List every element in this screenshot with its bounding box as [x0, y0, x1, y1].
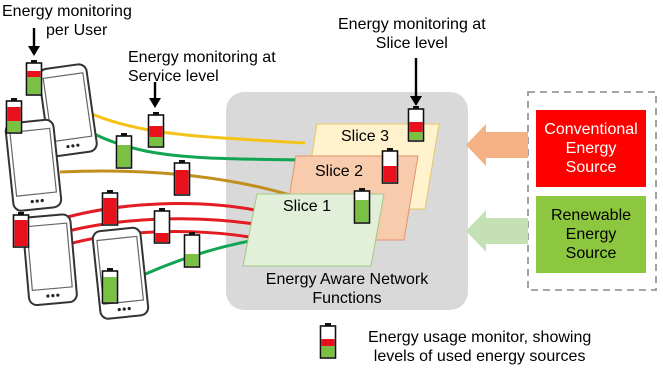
- energy-flow-arrow-icon: [466, 124, 528, 166]
- battery-icon: [101, 267, 119, 304]
- battery-icon: [147, 111, 165, 148]
- battery-icon: [319, 322, 337, 359]
- battery-icon: [25, 59, 43, 96]
- service-level-label: Energy monitoring at Service level: [128, 49, 276, 85]
- slice-1-plane: [242, 193, 385, 267]
- slice-3-label: Slice 3: [341, 128, 390, 145]
- energy-flow-arrow-icon: [466, 210, 528, 252]
- arrow-down-icon: [410, 58, 422, 106]
- battery-icon: [173, 159, 191, 196]
- conventional-source-label: Conventional Energy Source: [544, 121, 638, 176]
- battery-icon: [115, 132, 133, 169]
- battery-icon: [381, 147, 399, 184]
- user-link-red-1: [49, 202, 256, 224]
- energy-sources-dashed-frame: [527, 91, 657, 291]
- arrow-down-icon: [28, 28, 40, 56]
- renewable-source-box: [536, 196, 646, 273]
- battery-icon: [407, 105, 425, 142]
- slice-2-label: Slice 2: [315, 163, 364, 180]
- arrow-down-icon: [149, 82, 161, 108]
- network-functions-label: Energy Aware Network Functions: [265, 271, 429, 307]
- battery-icon: [5, 97, 23, 134]
- renewable-source-label: Renewable Energy Source: [550, 207, 632, 262]
- battery-icon: [153, 207, 171, 244]
- smartphone-icon: [91, 225, 150, 321]
- slice-1-label: Slice 1: [283, 198, 332, 215]
- legend-label: Energy usage monitor, showing levels of …: [368, 329, 592, 365]
- per-user-label: Energy monitoring per User: [2, 3, 132, 39]
- battery-icon: [353, 187, 371, 224]
- battery-icon: [101, 189, 119, 226]
- slice-level-label: Energy monitoring at Slice level: [338, 16, 486, 52]
- smartphone-icon: [21, 212, 79, 307]
- battery-icon: [12, 211, 30, 248]
- conventional-source-box: [536, 110, 646, 187]
- battery-icon: [183, 231, 201, 268]
